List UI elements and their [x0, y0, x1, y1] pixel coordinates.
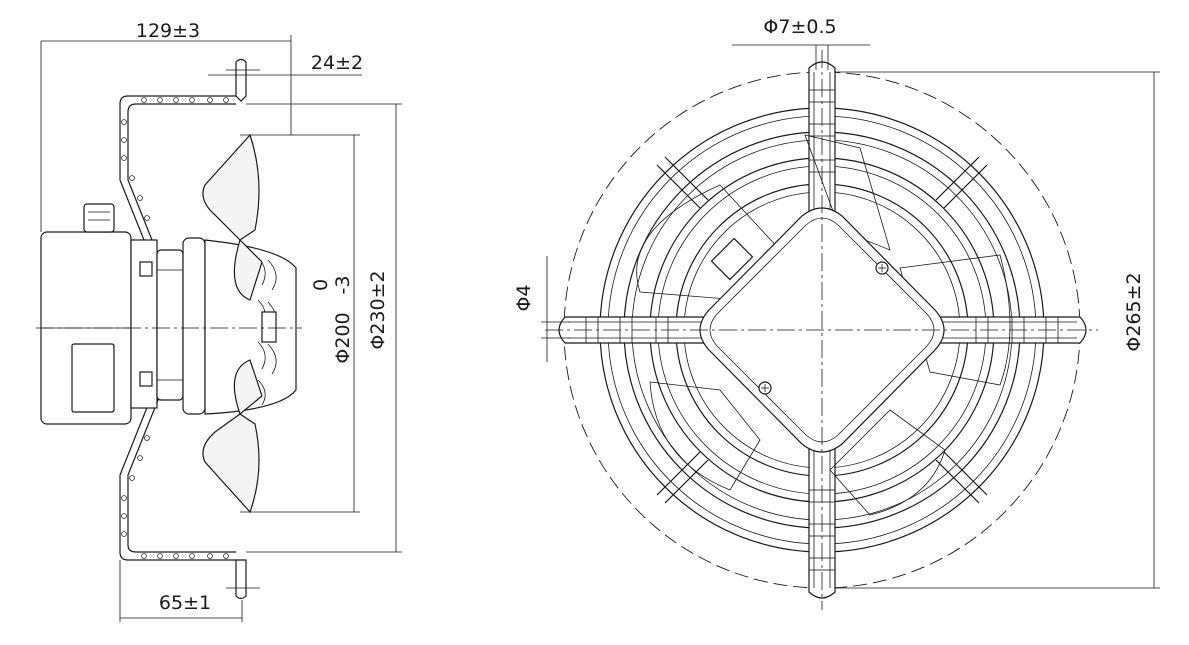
dim-guard-diameter-label: Φ230±2	[367, 270, 389, 349]
dimension-guard-diameter: Φ230±2	[246, 103, 402, 553]
dim-overall-depth-label: 129±3	[136, 20, 200, 42]
dim-impeller-tol-lower: -3	[332, 276, 354, 295]
rotor-hub	[204, 239, 297, 415]
dim-bracket-depth-label: 65±1	[159, 592, 211, 614]
dimension-mount-circle: Φ265±2	[835, 71, 1160, 589]
front-view: Φ7±0.5 Φ4 Φ265±2	[513, 16, 1160, 610]
dimension-bracket-depth: 65±1	[119, 560, 243, 622]
bracket-bottom-ear	[235, 559, 247, 600]
dim-wire-diameter-label: Φ4	[513, 284, 535, 311]
rivet-rows	[121, 97, 229, 559]
guard-spokes	[656, 156, 988, 504]
bracket-top-ear	[235, 58, 247, 102]
side-view: 129±3 24±2	[36, 20, 402, 622]
motor-body	[130, 237, 206, 415]
dim-impeller-diameter-label: Φ200	[332, 312, 354, 363]
impeller-blades	[202, 133, 263, 514]
dimension-wire-diameter: Φ4	[513, 256, 570, 362]
dimension-overall-depth: 129±3	[40, 20, 292, 232]
dimension-impeller-diameter: 0 -3 Φ200	[240, 134, 360, 513]
dim-mount-circle-label: Φ265±2	[1123, 272, 1145, 351]
screw-icon	[875, 261, 889, 275]
terminal-box	[40, 203, 132, 425]
dim-mount-offset-label: 24±2	[311, 52, 363, 74]
dimension-hole-diameter: Φ7±0.5	[732, 16, 870, 70]
dim-hole-diameter-label: Φ7±0.5	[763, 16, 836, 38]
front-blades	[636, 134, 1011, 516]
dim-impeller-tol-upper: 0	[310, 279, 332, 291]
dimension-mount-offset: 24±2	[208, 52, 363, 76]
screw-icon	[758, 381, 772, 395]
